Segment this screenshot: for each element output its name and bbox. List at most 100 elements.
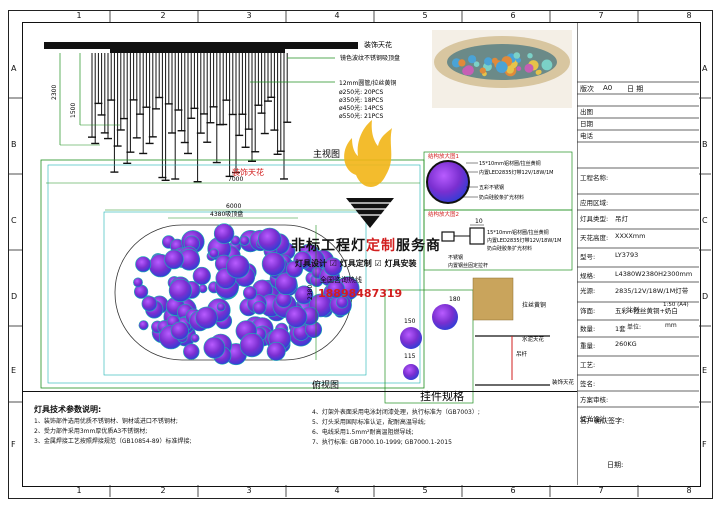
plan-pendant-circle (216, 302, 226, 312)
render-glass-disc (537, 69, 542, 75)
plan-pendant-circle (141, 295, 158, 312)
plan-pendant-circle (170, 321, 189, 340)
column-number-bottom: 4 (334, 486, 340, 495)
scale-value: 1:50 (A4) (663, 302, 689, 308)
row-letter-right: F (702, 440, 707, 449)
column-number-top: 6 (510, 11, 516, 20)
column-number-top: 4 (334, 11, 340, 20)
plan-pendant-circle (285, 306, 308, 328)
title-block-key: 光源: (580, 287, 596, 295)
plan-pendant-circle (275, 272, 298, 295)
rod-label: 吊杆 (516, 350, 528, 358)
hanging-spec (384, 277, 550, 404)
render-glass-disc (524, 63, 534, 73)
detail1-title: 结构放大图1 (428, 152, 459, 160)
detail2-note-4: 内置钢丝固定拉杆 (448, 262, 488, 269)
title-block-value: 1套 (615, 325, 626, 333)
plan-pendant-circle (266, 341, 286, 361)
column-number-bottom: 2 (160, 486, 166, 495)
render-glass-disc (516, 57, 521, 63)
service-2: 灯具安装 (384, 259, 417, 268)
title-block-value: XXXXmm (615, 232, 646, 240)
plan-pendant-circle (243, 285, 258, 300)
row-letter-right: A (702, 64, 708, 73)
tech-right-1: 5、灯头采用国际标准认证，配耐高温导线; (312, 419, 426, 426)
column-number-bottom: 6 (510, 486, 516, 495)
plan-pendant-circle (133, 277, 143, 288)
render-glass-disc (463, 65, 474, 76)
detail2-dim: 10 (475, 218, 483, 225)
service-1: 灯具定制 (339, 259, 372, 268)
render-glass-disc (479, 67, 486, 74)
render-glass-disc (516, 66, 522, 71)
tech-title: 灯具技术参数说明: (34, 405, 102, 414)
plan-pendant-circle (294, 285, 314, 305)
title-block-value: LY3793 (615, 251, 639, 259)
brass-label: 拉丝黄铜 (522, 301, 546, 309)
plan-pendant-circle (138, 320, 149, 331)
plan-ceiling-label: 装饰天花 (232, 167, 264, 177)
title-block-key: 签名: (580, 380, 596, 388)
render-glass-disc (484, 57, 493, 66)
rev-label: 版次 (580, 85, 594, 93)
brand-title: 非标工程灯定制服务商 (291, 235, 441, 255)
plan-pendant-circle (183, 343, 200, 360)
title-block-value: 2835/12V/18W/1M灯带 (615, 287, 689, 295)
plan-pendant-circle (252, 300, 267, 315)
brand-title-red: 定制 (366, 238, 396, 254)
render-glass-disc (491, 57, 498, 64)
row-letter-left: F (11, 440, 16, 449)
column-number-top: 2 (160, 11, 166, 20)
title-block-key: 工艺: (580, 361, 596, 369)
render-glass-disc (527, 53, 533, 59)
tech-right-2: 6、电线采用1.5mm²耐高温阻燃导线; (312, 429, 414, 436)
brand-title-black2: 服务商 (396, 238, 441, 254)
hotline-label: 全国咨询热线 (320, 276, 362, 284)
tech-notes: 灯具技术参数说明: 1、装饰部件选用优质不锈钢材、铜材或进口不锈钢材; 2、受力… (22, 391, 577, 486)
column-number-bottom: 7 (598, 486, 604, 495)
plan-pendant-circle (239, 333, 264, 358)
render-glass-disc (458, 59, 466, 67)
plan-pendant-circle (239, 235, 250, 246)
dim-2380: 2380 (307, 285, 314, 300)
title-block-key: 灯具类型: (580, 215, 609, 223)
title-block-key: 方案审核: (580, 396, 609, 404)
plan-pendant-circle (285, 260, 303, 278)
hang-size-180: 180 (449, 296, 461, 303)
row-letter-right: B (702, 140, 708, 149)
dim-7000: 7000 (228, 176, 243, 183)
tech-left-0: 1、装饰部件选用优质不锈钢材、铜材或进口不锈钢材; (34, 418, 178, 425)
client-sign-label: 客户确认签字: (580, 417, 625, 425)
detail-1 (423, 151, 573, 211)
title-block-key: 电话 (580, 132, 593, 140)
plan-pendant-circle (257, 227, 282, 252)
detail2-title: 结构放大图2 (428, 210, 459, 218)
render-glass-disc (496, 61, 508, 73)
elev-spec-1: ø250光: 20PCS (339, 88, 383, 96)
brand-title-black: 非标工程灯 (291, 238, 366, 254)
plan-pendant-circle (168, 278, 192, 303)
tech-right-0: 4、灯架外表面采用电泳封闭漆处理，执行标准为（GB7003）; (312, 409, 480, 416)
plan-pendant-circle (195, 306, 218, 329)
detail1-note-3: 奶白硅胶条扩光材料 (479, 194, 524, 201)
ceiling-slab (44, 42, 358, 49)
dim-2300: 2300 (51, 85, 58, 100)
elev-view-label: 主视图 (313, 148, 340, 160)
brand-flame-logo (344, 120, 394, 228)
title-block-key: 出图 (580, 108, 593, 116)
detail2-note-2: 奶白硅胶条扩光材料 (487, 245, 532, 252)
tech-left-1: 2、受力部件采用3mm厚优质A3不锈钢材; (34, 428, 148, 435)
row-letter-right: C (702, 216, 708, 225)
plan-pendant-circle (326, 280, 346, 299)
sheet-border (8, 10, 713, 499)
elev-spec-2: ø350光: 18PCS (339, 96, 383, 104)
column-number-top: 3 (246, 11, 252, 20)
tech-left-2: 3、金属焊接工艺按照焊接规范（GB10854-89）标准焊接; (34, 438, 192, 445)
title-block: 版次 A0 日 期 出图日期电话工程名称:应用区域:灯具类型:吊灯天花高度:XX… (577, 22, 699, 485)
elevation-view (44, 42, 358, 183)
service-0: 灯具设计 (295, 259, 327, 268)
detail1-note-1: 内置LED2835灯带12V/18W/1M (479, 169, 553, 176)
scale-label: 比例: (627, 307, 642, 314)
unit-value: mm (665, 322, 677, 329)
plan-pendant-circle (226, 254, 250, 279)
